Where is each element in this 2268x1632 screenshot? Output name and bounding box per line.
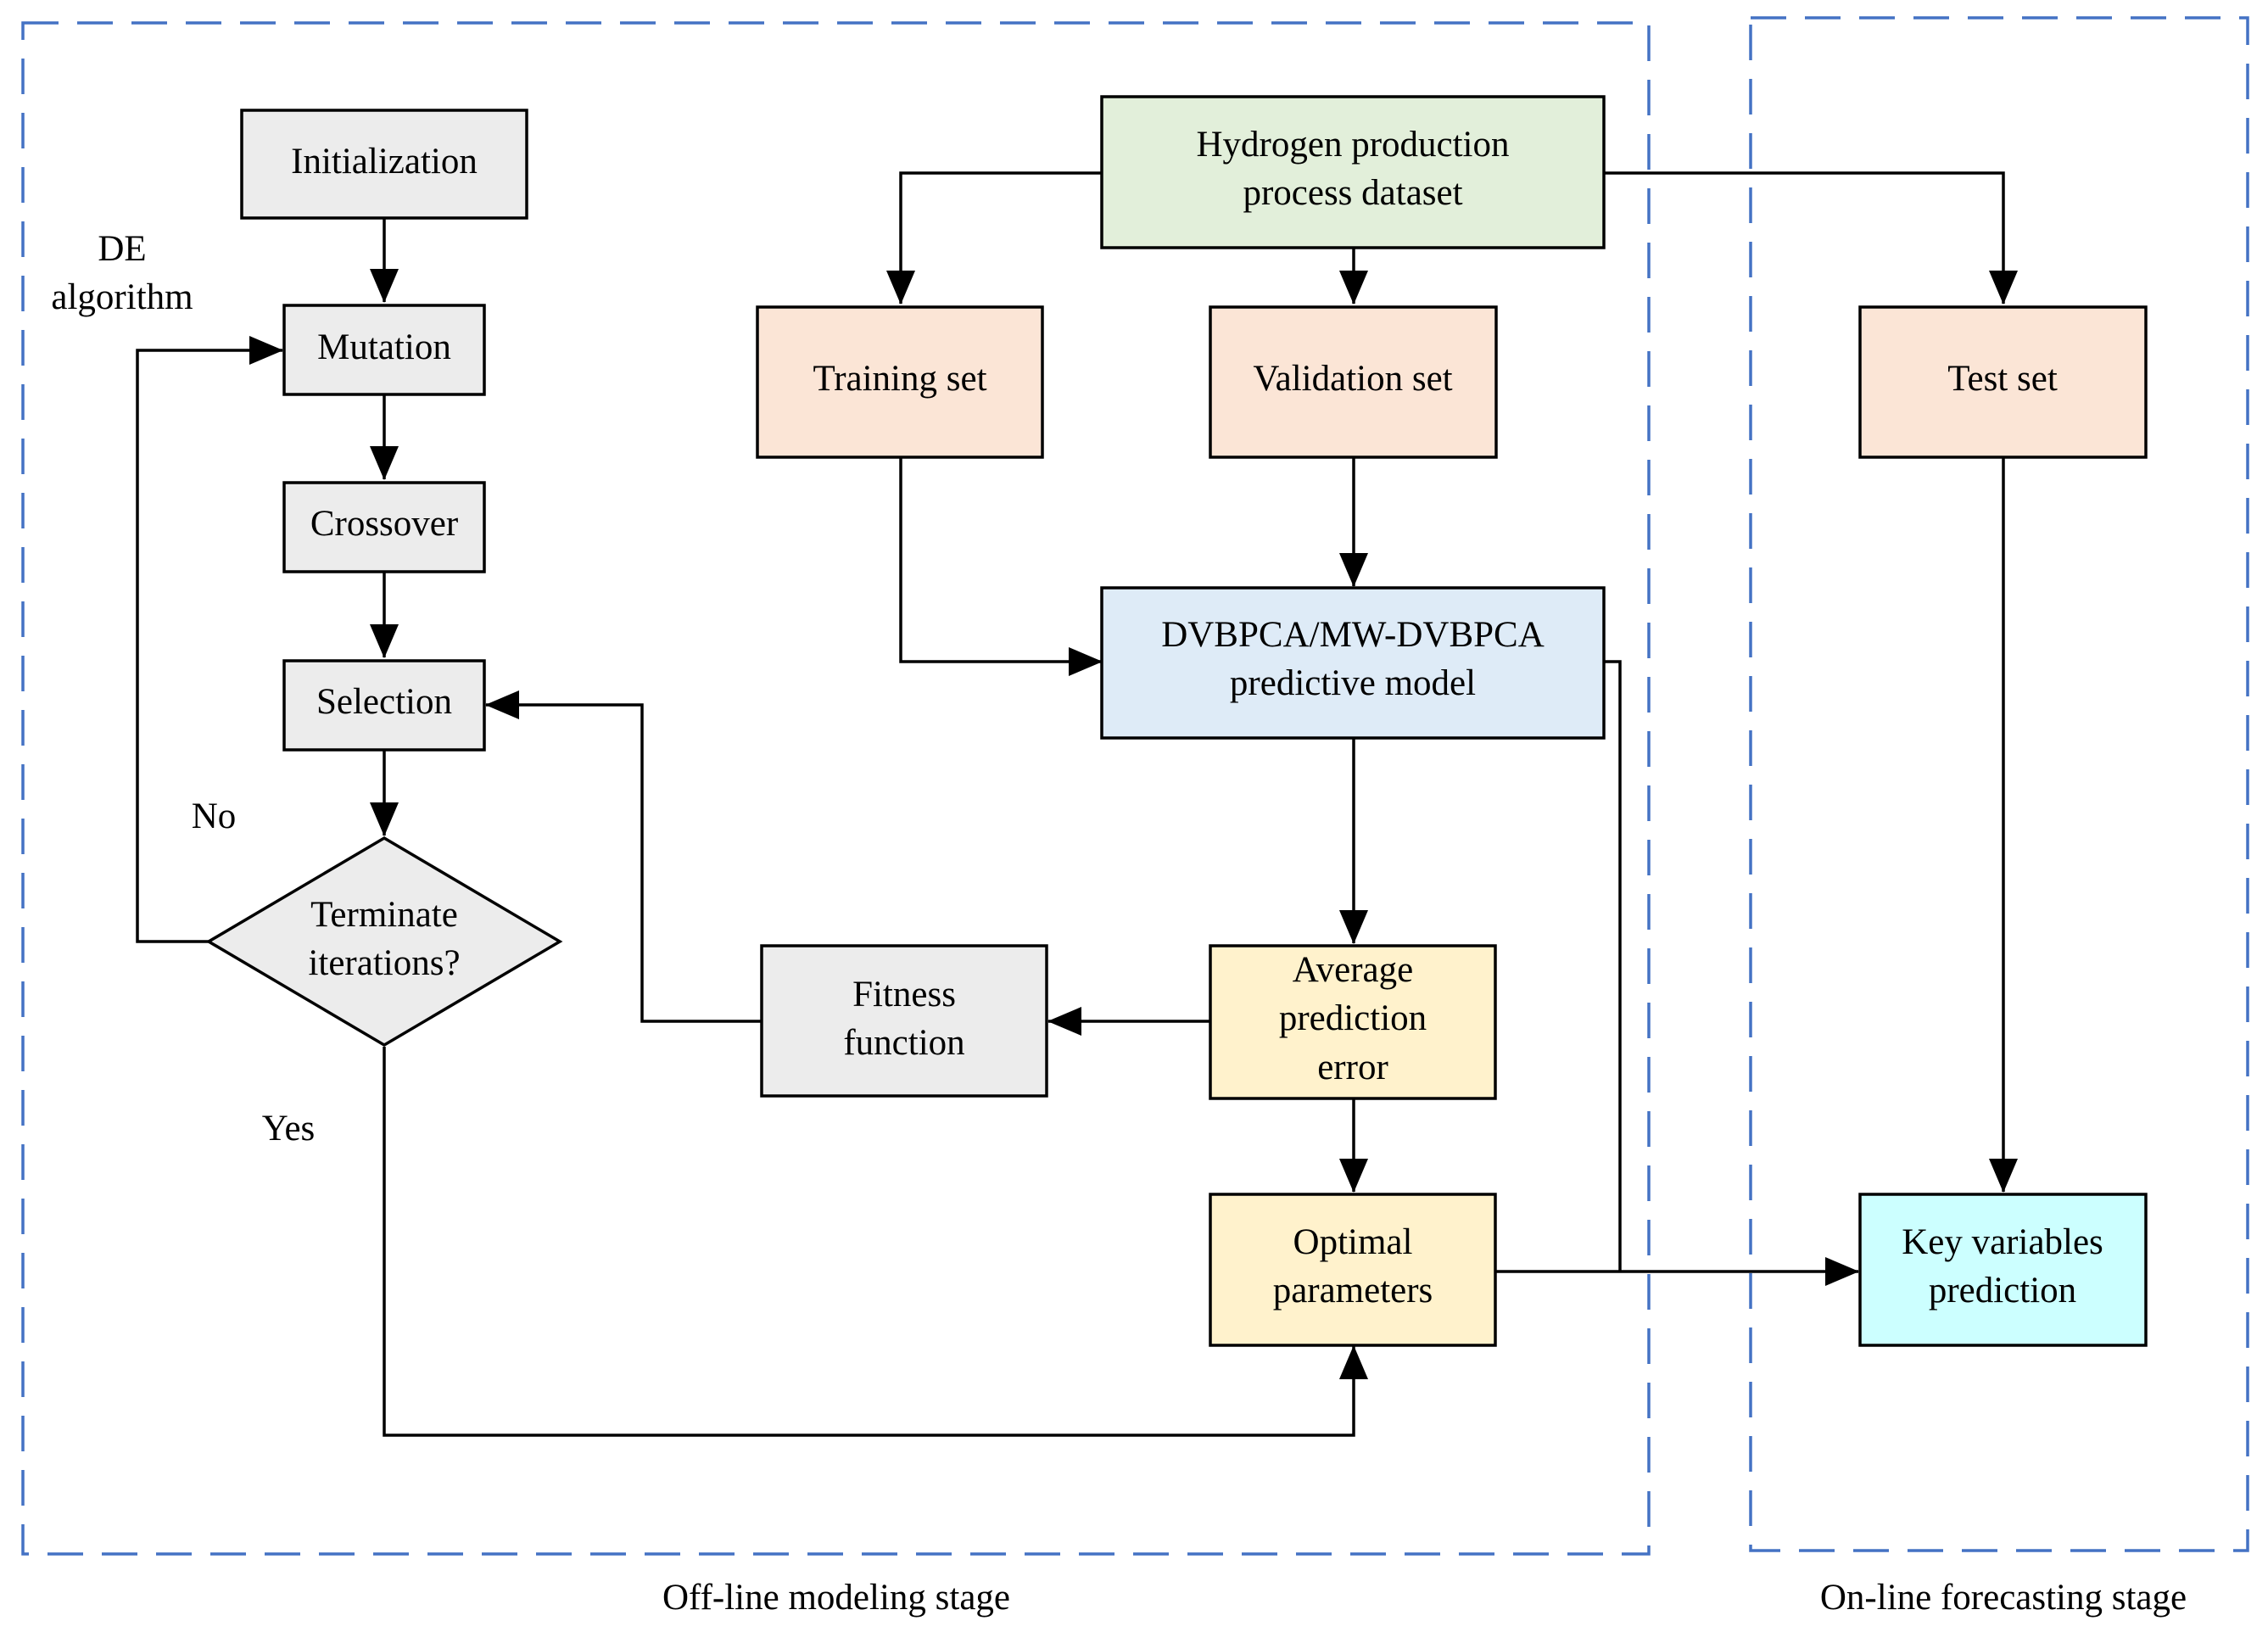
- average-error-label-line1: Average: [1293, 950, 1413, 990]
- predictive-model-box: [1100, 586, 1606, 740]
- predictive-model-label-line1: DVBPCA/MW-DVBPCA: [1161, 615, 1545, 655]
- optimal-parameters-box: [1209, 1193, 1497, 1347]
- dataset-box: [1100, 95, 1606, 249]
- average-error-label-line2: prediction: [1279, 998, 1427, 1038]
- arrow-dataset-to-test: [1604, 171, 2018, 305]
- test-set-label: Test set: [1947, 359, 2058, 399]
- arrow-yes-to-optimal: [383, 1047, 1368, 1437]
- validation-set-label: Validation set: [1253, 359, 1452, 399]
- initialization-label: Initialization: [291, 142, 478, 182]
- key-variables-label-line2: prediction: [1929, 1271, 2076, 1311]
- mutation-label: Mutation: [317, 327, 451, 367]
- mutation-box: [282, 304, 486, 396]
- online-stage-caption: On-line forecasting stage: [1820, 1578, 2187, 1618]
- arrow-dataset-to-training: [886, 171, 1102, 305]
- terminate-label-line1: Terminate: [310, 895, 458, 935]
- yes-label: Yes: [262, 1109, 316, 1149]
- crossover-label: Crossover: [310, 504, 458, 544]
- test-set-box: [1858, 305, 2148, 459]
- offline-stage-caption: Off-line modeling stage: [662, 1578, 1010, 1618]
- training-set-label: Training set: [813, 359, 986, 399]
- fitness-function-box: [760, 944, 1048, 1098]
- connectors: [136, 171, 2018, 1437]
- average-error-box: [1209, 944, 1497, 1100]
- fitness-function-label-line1: Fitness: [852, 975, 956, 1014]
- selection-label: Selection: [316, 682, 452, 722]
- dataset-label-line1: Hydrogen production: [1196, 125, 1509, 165]
- line-predictive-to-keyvar: [1604, 660, 1622, 1272]
- de-algorithm-label-line2: algorithm: [51, 277, 193, 317]
- arrow-fitness-to-selection: [485, 690, 762, 1023]
- de-algorithm-label-line1: DE: [98, 229, 146, 269]
- crossover-box: [282, 481, 486, 573]
- training-set-box: [756, 305, 1044, 459]
- offline-stage-frame: [21, 21, 1651, 1556]
- no-label: No: [192, 796, 237, 836]
- key-variables-box: [1858, 1193, 2148, 1347]
- online-stage-frame: [1749, 16, 2249, 1552]
- optimal-parameters-label-line2: parameters: [1273, 1271, 1433, 1311]
- average-error-label-line3: error: [1317, 1048, 1388, 1087]
- validation-set-box: [1209, 305, 1498, 459]
- arrow-training-to-predictive: [899, 457, 1103, 676]
- arrow-no-loop: [136, 336, 283, 943]
- optimal-parameters-label-line1: Optimal: [1293, 1222, 1413, 1262]
- predictive-model-label-line2: predictive model: [1230, 663, 1476, 703]
- initialization-box: [240, 109, 528, 220]
- terminate-label-line2: iterations?: [308, 943, 460, 983]
- terminate-diamond: [205, 836, 563, 1048]
- selection-box: [282, 659, 486, 752]
- dataset-label-line2: process dataset: [1243, 173, 1462, 213]
- key-variables-label-line1: Key variables: [1902, 1222, 2103, 1262]
- fitness-function-label-line2: function: [843, 1023, 964, 1063]
